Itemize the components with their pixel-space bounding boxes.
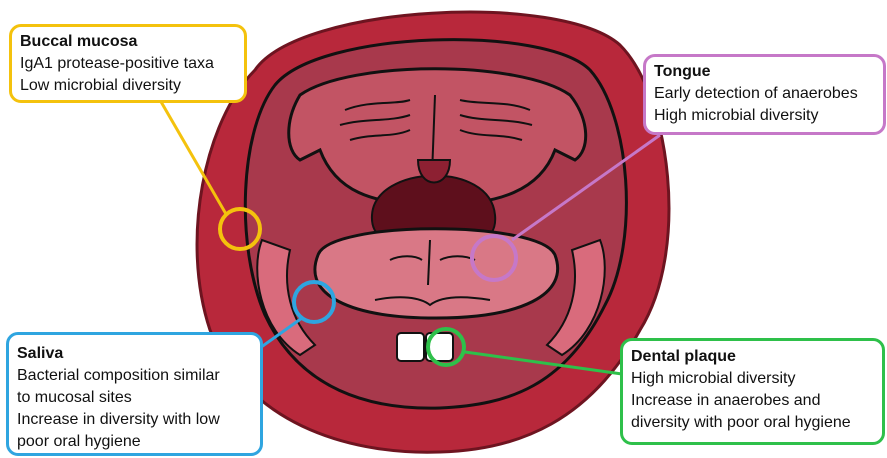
callout-line: diversity with poor oral hygiene (631, 412, 874, 434)
callout-line: Bacterial composition similar (17, 365, 252, 387)
callout-title: Tongue (654, 61, 875, 83)
saliva-callout: Saliva Bacterial composition similar to … (6, 332, 263, 456)
callout-line: Increase in diversity with low (17, 409, 252, 431)
dental-plaque-callout: Dental plaque High microbial diversity I… (620, 338, 885, 445)
tongue-shape (315, 229, 558, 318)
callout-line: IgA1 protease-positive taxa (20, 53, 236, 75)
callout-line: poor oral hygiene (17, 431, 252, 453)
buccal-mucosa-callout: Buccal mucosa IgA1 protease-positive tax… (9, 24, 247, 103)
tooth-left (397, 333, 424, 361)
tongue-callout: Tongue Early detection of anaerobes High… (643, 54, 886, 135)
callout-line: Early detection of anaerobes (654, 83, 875, 105)
callout-line: Low microbial diversity (20, 75, 236, 97)
callout-title: Saliva (17, 343, 252, 365)
callout-title: Dental plaque (631, 346, 874, 368)
callout-line: Increase in anaerobes and (631, 390, 874, 412)
callout-line: High microbial diversity (654, 105, 875, 127)
callout-title: Buccal mucosa (20, 31, 236, 53)
callout-line: to mucosal sites (17, 387, 252, 409)
callout-line: High microbial diversity (631, 368, 874, 390)
